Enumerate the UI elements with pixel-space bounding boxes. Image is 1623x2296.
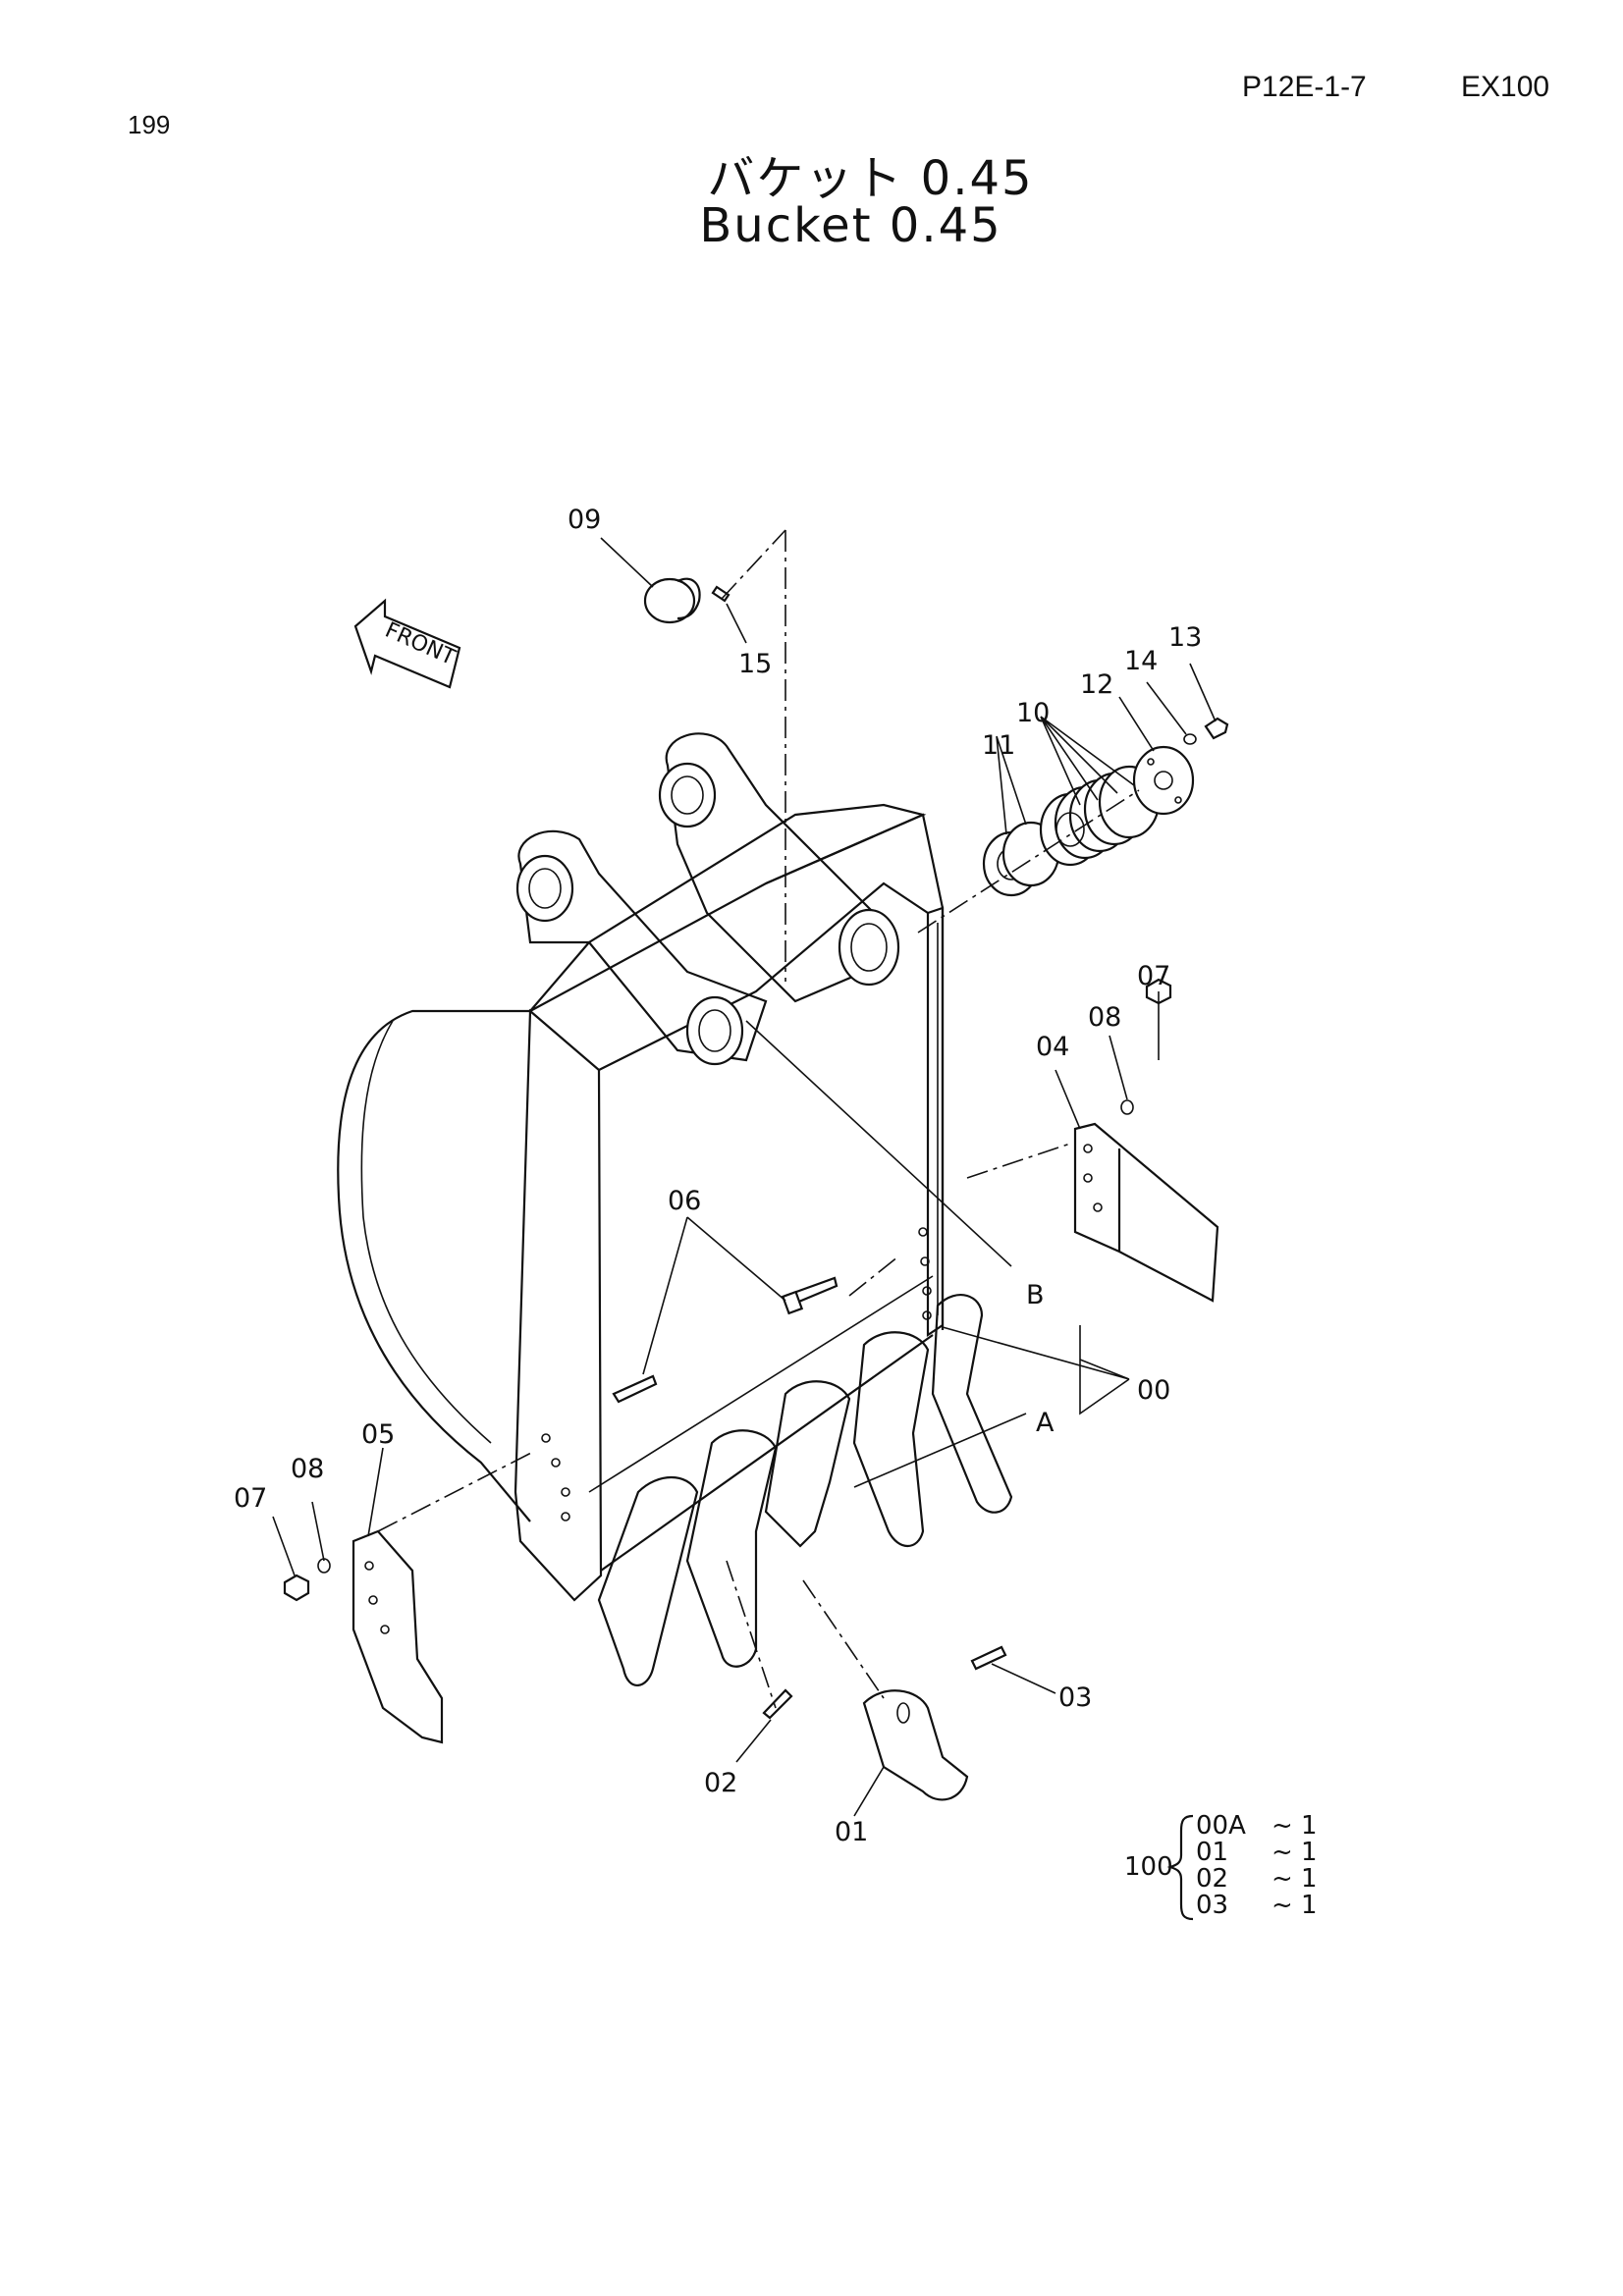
part-13-bolt [1204, 717, 1229, 740]
callout-labels: 09 15 13 14 12 10 11 07 08 04 06 B 00 A … [234, 505, 1202, 1847]
model-code: EX100 [1461, 71, 1550, 103]
part-07-nut-right [1145, 978, 1172, 1005]
callout-15: 15 [738, 649, 772, 679]
boss-3 [838, 908, 900, 987]
callout-A: A [1036, 1408, 1055, 1438]
kit-row-qty: ~ 1 [1271, 1838, 1318, 1867]
part-05-side-cutter [352, 1529, 444, 1744]
kit-row-part: 02 [1196, 1864, 1228, 1894]
kit-row-part: 00A [1196, 1811, 1246, 1841]
callout-13: 13 [1168, 622, 1202, 653]
callout-04: 04 [1036, 1032, 1069, 1062]
bucket-teeth [597, 1294, 1013, 1686]
callout-07-right: 07 [1137, 961, 1170, 991]
callout-08-right: 08 [1088, 1002, 1121, 1033]
callout-08-left: 08 [291, 1454, 324, 1484]
callout-B: B [1026, 1280, 1045, 1310]
kit-row-part: 03 [1196, 1891, 1228, 1920]
part-12-plate [1132, 745, 1195, 816]
boss-2 [658, 762, 717, 828]
assembly-lines [377, 529, 1140, 1709]
callout-05: 05 [361, 1419, 395, 1450]
boss-1 [515, 854, 574, 923]
title-english: Bucket 0.45 [699, 198, 1002, 253]
callout-11: 11 [982, 730, 1015, 761]
callout-10: 10 [1016, 698, 1050, 728]
kit-number: 100 [1124, 1852, 1173, 1882]
boss-4 [685, 995, 744, 1066]
part-08-washer-left [317, 1558, 331, 1574]
callout-07-left: 07 [234, 1483, 267, 1514]
kit-row-part: 01 [1196, 1838, 1228, 1867]
title-japanese: バケット 0.45 [707, 151, 1034, 206]
reference-code: P12E-1-7 [1242, 71, 1367, 103]
part-15-lock-bolt [711, 585, 730, 603]
part-08-washer-right [1120, 1099, 1134, 1115]
part-01-tooth [862, 1689, 969, 1801]
part-09-pin [643, 577, 701, 624]
kit-brace [1166, 1814, 1194, 1921]
bucket-body [337, 732, 945, 1602]
leader-lines [272, 537, 1217, 1817]
part-14-washer [1183, 733, 1197, 745]
kit-row-qty: ~ 1 [1271, 1864, 1318, 1894]
part-07-nut-left [283, 1574, 310, 1602]
part-06-bolts [612, 1276, 839, 1404]
kit-list: 100 00A ~ 1 01 ~ 1 02 ~ 1 03 ~ 1 [1124, 1811, 1318, 1921]
callout-14: 14 [1124, 646, 1158, 676]
page-number: 199 [128, 110, 171, 139]
part-02-pin [762, 1688, 793, 1720]
callout-12: 12 [1080, 669, 1113, 700]
callout-09: 09 [568, 505, 601, 535]
callout-01: 01 [835, 1817, 868, 1847]
part-04-side-cutter [1073, 1122, 1219, 1303]
callout-03: 03 [1058, 1682, 1092, 1713]
callout-06: 06 [668, 1186, 701, 1216]
kit-row-qty: ~ 1 [1271, 1891, 1318, 1920]
front-arrow-icon: FRONT [353, 598, 461, 689]
callout-02: 02 [704, 1768, 737, 1798]
kit-row-qty: ~ 1 [1271, 1811, 1318, 1841]
part-03-pin [970, 1645, 1007, 1671]
callout-00: 00 [1137, 1375, 1170, 1406]
